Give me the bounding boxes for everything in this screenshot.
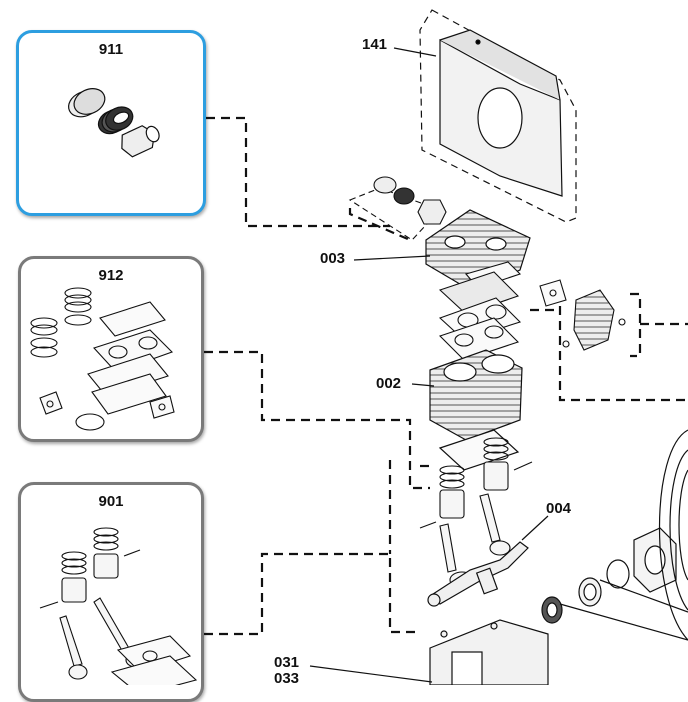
callout-141: 141	[362, 36, 387, 53]
kit-label-912: 912	[21, 267, 201, 284]
leader-lines	[204, 118, 688, 634]
callout-033: 033	[274, 670, 299, 687]
kit-box-912[interactable]: 912	[18, 256, 204, 442]
piston-assembly-parts	[420, 438, 532, 588]
valve-plate-parts	[440, 262, 520, 360]
side-port-parts	[540, 280, 625, 350]
kit-box-911[interactable]: 911	[16, 30, 206, 216]
head-valve-parts	[350, 177, 446, 240]
fan-shroud-part	[420, 10, 576, 222]
kit-label-911: 911	[19, 41, 203, 58]
crankcase-part	[430, 620, 548, 685]
callout-003: 003	[320, 250, 345, 267]
pulley-part	[660, 430, 688, 640]
crankshaft-part	[428, 542, 528, 606]
callout-002: 002	[376, 375, 401, 392]
kit-label-901: 901	[21, 493, 201, 510]
bearing-parts	[542, 528, 688, 640]
kit-box-901[interactable]: 901	[18, 482, 204, 702]
callout-004: 004	[546, 500, 571, 517]
cylinder-block-part	[430, 350, 522, 470]
callout-leaders	[310, 48, 548, 682]
cylinder-head-part	[426, 210, 530, 290]
callout-031: 031	[274, 654, 299, 671]
exploded-parts-diagram: 911 912 901	[0, 0, 688, 685]
